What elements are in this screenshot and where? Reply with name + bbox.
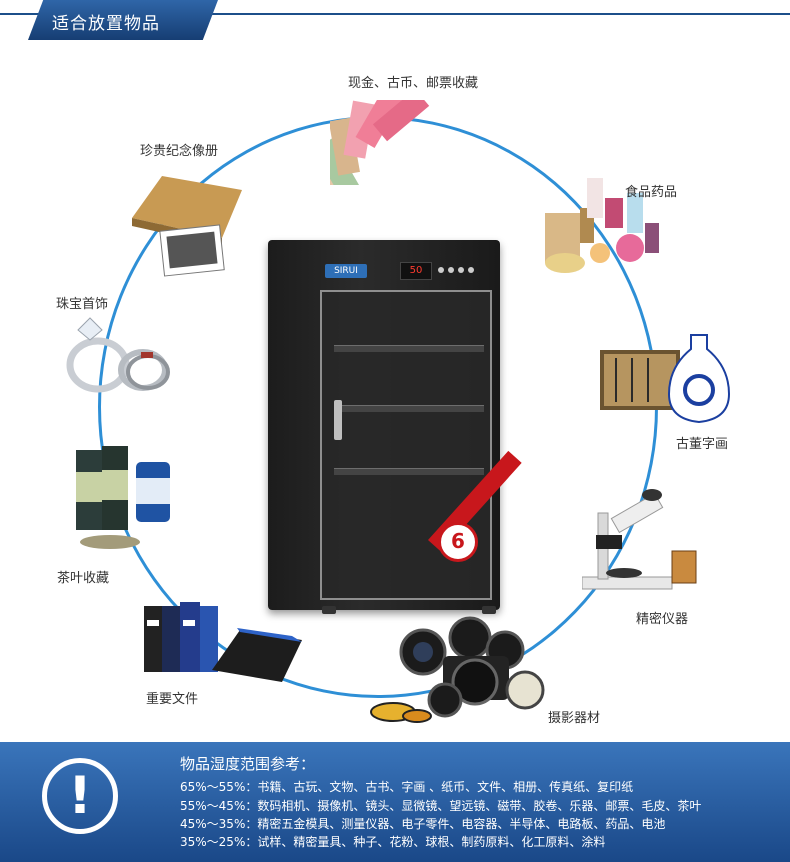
door-handle[interactable] [334,400,342,440]
food-medicine-image [535,168,670,283]
camera-image [365,610,545,728]
info-range: 35%～25%： [180,835,258,849]
shelf [334,405,484,412]
humidity-display: 50 [400,262,432,280]
tea-image [70,442,180,557]
label-instrument: 精密仪器 [636,612,689,627]
info-panel [0,742,790,862]
page-title: 适合放置物品 [52,14,160,34]
control-button[interactable] [448,267,454,273]
info-row: 65%～55%：书籍、古玩、文物、古书、字画 、纸币、文件、相册、传真纸、复印纸 [180,778,633,795]
brand-logo: SIRUI [325,264,367,278]
info-circle [42,758,118,834]
label-antique: 古董字画 [676,437,729,452]
info-range: 55%～45%： [180,799,258,813]
shelf [334,468,484,475]
control-button[interactable] [458,267,464,273]
label-money: 现金、古币、邮票收藏 [348,76,479,91]
documents-image [142,600,307,685]
header-line [0,13,790,15]
info-title: 物品湿度范围参考： [180,755,316,773]
header-tab [28,0,218,40]
album-image [122,168,254,278]
shelf [334,345,484,352]
label-album: 珍贵纪念像册 [140,144,219,159]
info-range: 65%～55%： [180,780,258,794]
label-camera: 摄影器材 [548,711,601,726]
jewelry-image [58,310,178,395]
info-text: 精密五金模具、测量仪器、电子零件、电容器、半导体、电路板、药品、电池 [257,817,666,831]
label-food: 食品药品 [625,185,678,200]
control-button[interactable] [468,267,474,273]
control-button[interactable] [438,267,444,273]
warranty-badge: 6 [438,522,478,562]
info-text: 数码相机、摄像机、镜头、显微镜、望远镜、磁带、胶卷、乐器、邮票、毛皮、茶叶 [257,799,702,813]
antique-image [596,330,736,425]
money-image [307,89,480,217]
info-row: 35%～25%：试样、精密量具、种子、花粉、球根、制药原料、化工原料、涂料 [180,833,605,850]
info-row: 55%～45%：数码相机、摄像机、镜头、显微镜、望远镜、磁带、胶卷、乐器、邮票、… [180,797,701,814]
info-text: 试样、精密量具、种子、花粉、球根、制药原料、化工原料、涂料 [257,835,606,849]
label-tea: 茶叶收藏 [57,571,110,586]
cabinet-foot [482,606,496,614]
cabinet-foot [322,606,336,614]
info-range: 45%～35%： [180,817,258,831]
info-text: 书籍、古玩、文物、古书、字画 、纸币、文件、相册、传真纸、复印纸 [257,780,634,794]
label-jewelry: 珠宝首饰 [56,297,109,312]
exclamation-icon: ! [68,766,92,826]
info-row: 45%～35%：精密五金模具、测量仪器、电子零件、电容器、半导体、电路板、药品、… [180,815,665,832]
label-documents: 重要文件 [146,692,199,707]
instrument-image [581,485,707,600]
